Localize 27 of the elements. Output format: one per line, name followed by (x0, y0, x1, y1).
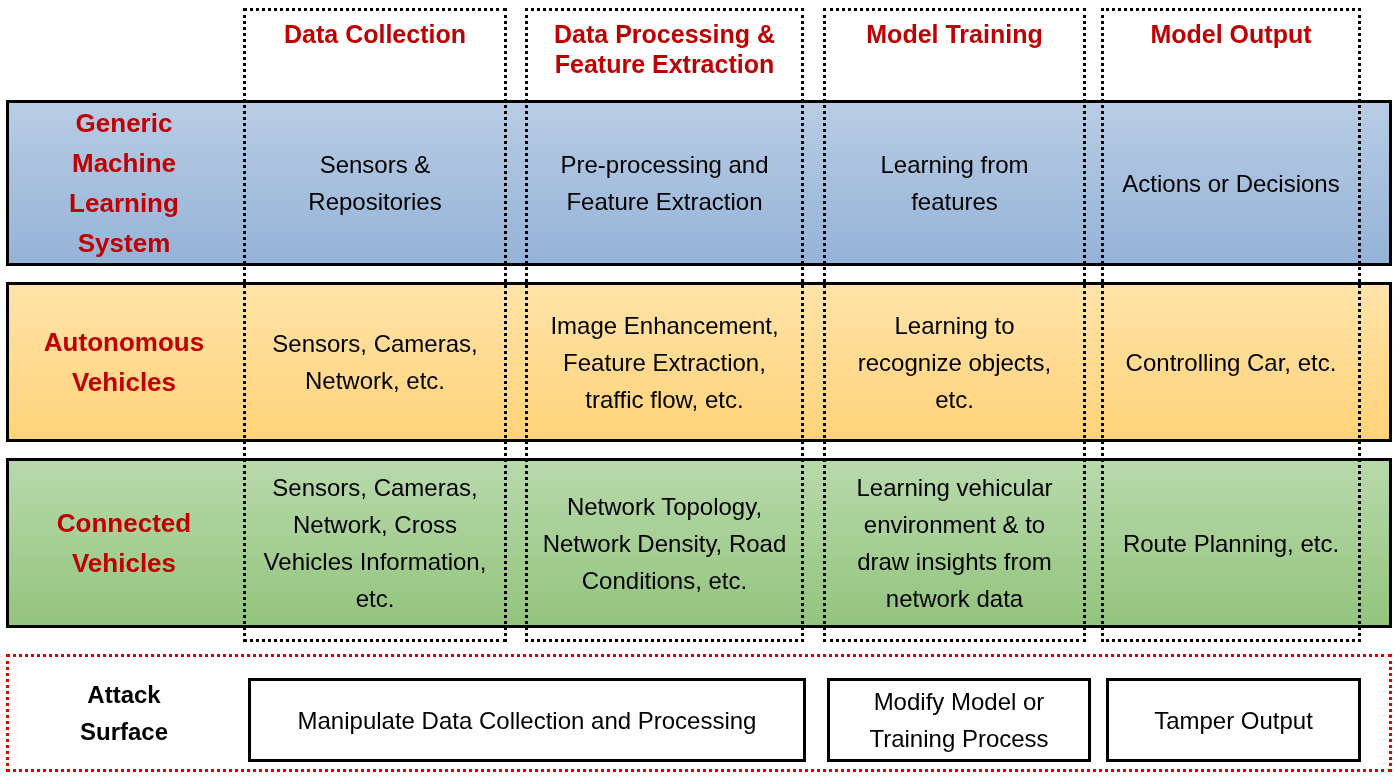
cell-text: Learning from features (826, 103, 1083, 263)
cell-text: Actions or Decisions (1104, 103, 1358, 263)
row-band (6, 282, 1392, 442)
attack-box: Modify Model or Training Process (827, 678, 1091, 762)
cell-text: Learning to recognize objects, etc. (826, 285, 1083, 439)
cell-text: Sensors & Repositories (246, 103, 504, 263)
column-header: Data Collection (283, 19, 467, 49)
row-title: Generic Machine Learning System (68, 107, 180, 260)
cell-text: Network Topology, Network Density, Road Conditions, etc. (528, 461, 801, 625)
attack-surface-frame (6, 654, 1392, 772)
column-header: Data Processing & Feature Extraction (553, 19, 776, 79)
cell-text: Image Enhancement, Feature Extraction, traffic flow, etc. (528, 285, 801, 439)
row-band (6, 100, 1392, 266)
attack-box: Manipulate Data Collection and Processing (248, 678, 806, 762)
row-title: Connected Vehicles (55, 507, 193, 580)
cell-text: Pre-processing and Feature Extraction (528, 103, 801, 263)
cell-text: Route Planning, etc. (1104, 461, 1358, 625)
attack-box: Tamper Output (1106, 678, 1361, 762)
cell-text: Sensors, Cameras, Network, Cross Vehicles Information, etc. (246, 461, 504, 625)
column-header: Model Training (865, 19, 1044, 49)
cell-text: Controlling Car, etc. (1104, 285, 1358, 439)
cell-text: Sensors, Cameras, Network, etc. (246, 285, 504, 439)
row-band (6, 458, 1392, 628)
row-title: Attack Surface (78, 680, 169, 747)
cell-text: Learning vehicular environment & to draw insights from network data (826, 461, 1083, 625)
column-header: Model Output (1149, 19, 1313, 49)
row-title: Autonomous Vehicles (42, 326, 206, 399)
